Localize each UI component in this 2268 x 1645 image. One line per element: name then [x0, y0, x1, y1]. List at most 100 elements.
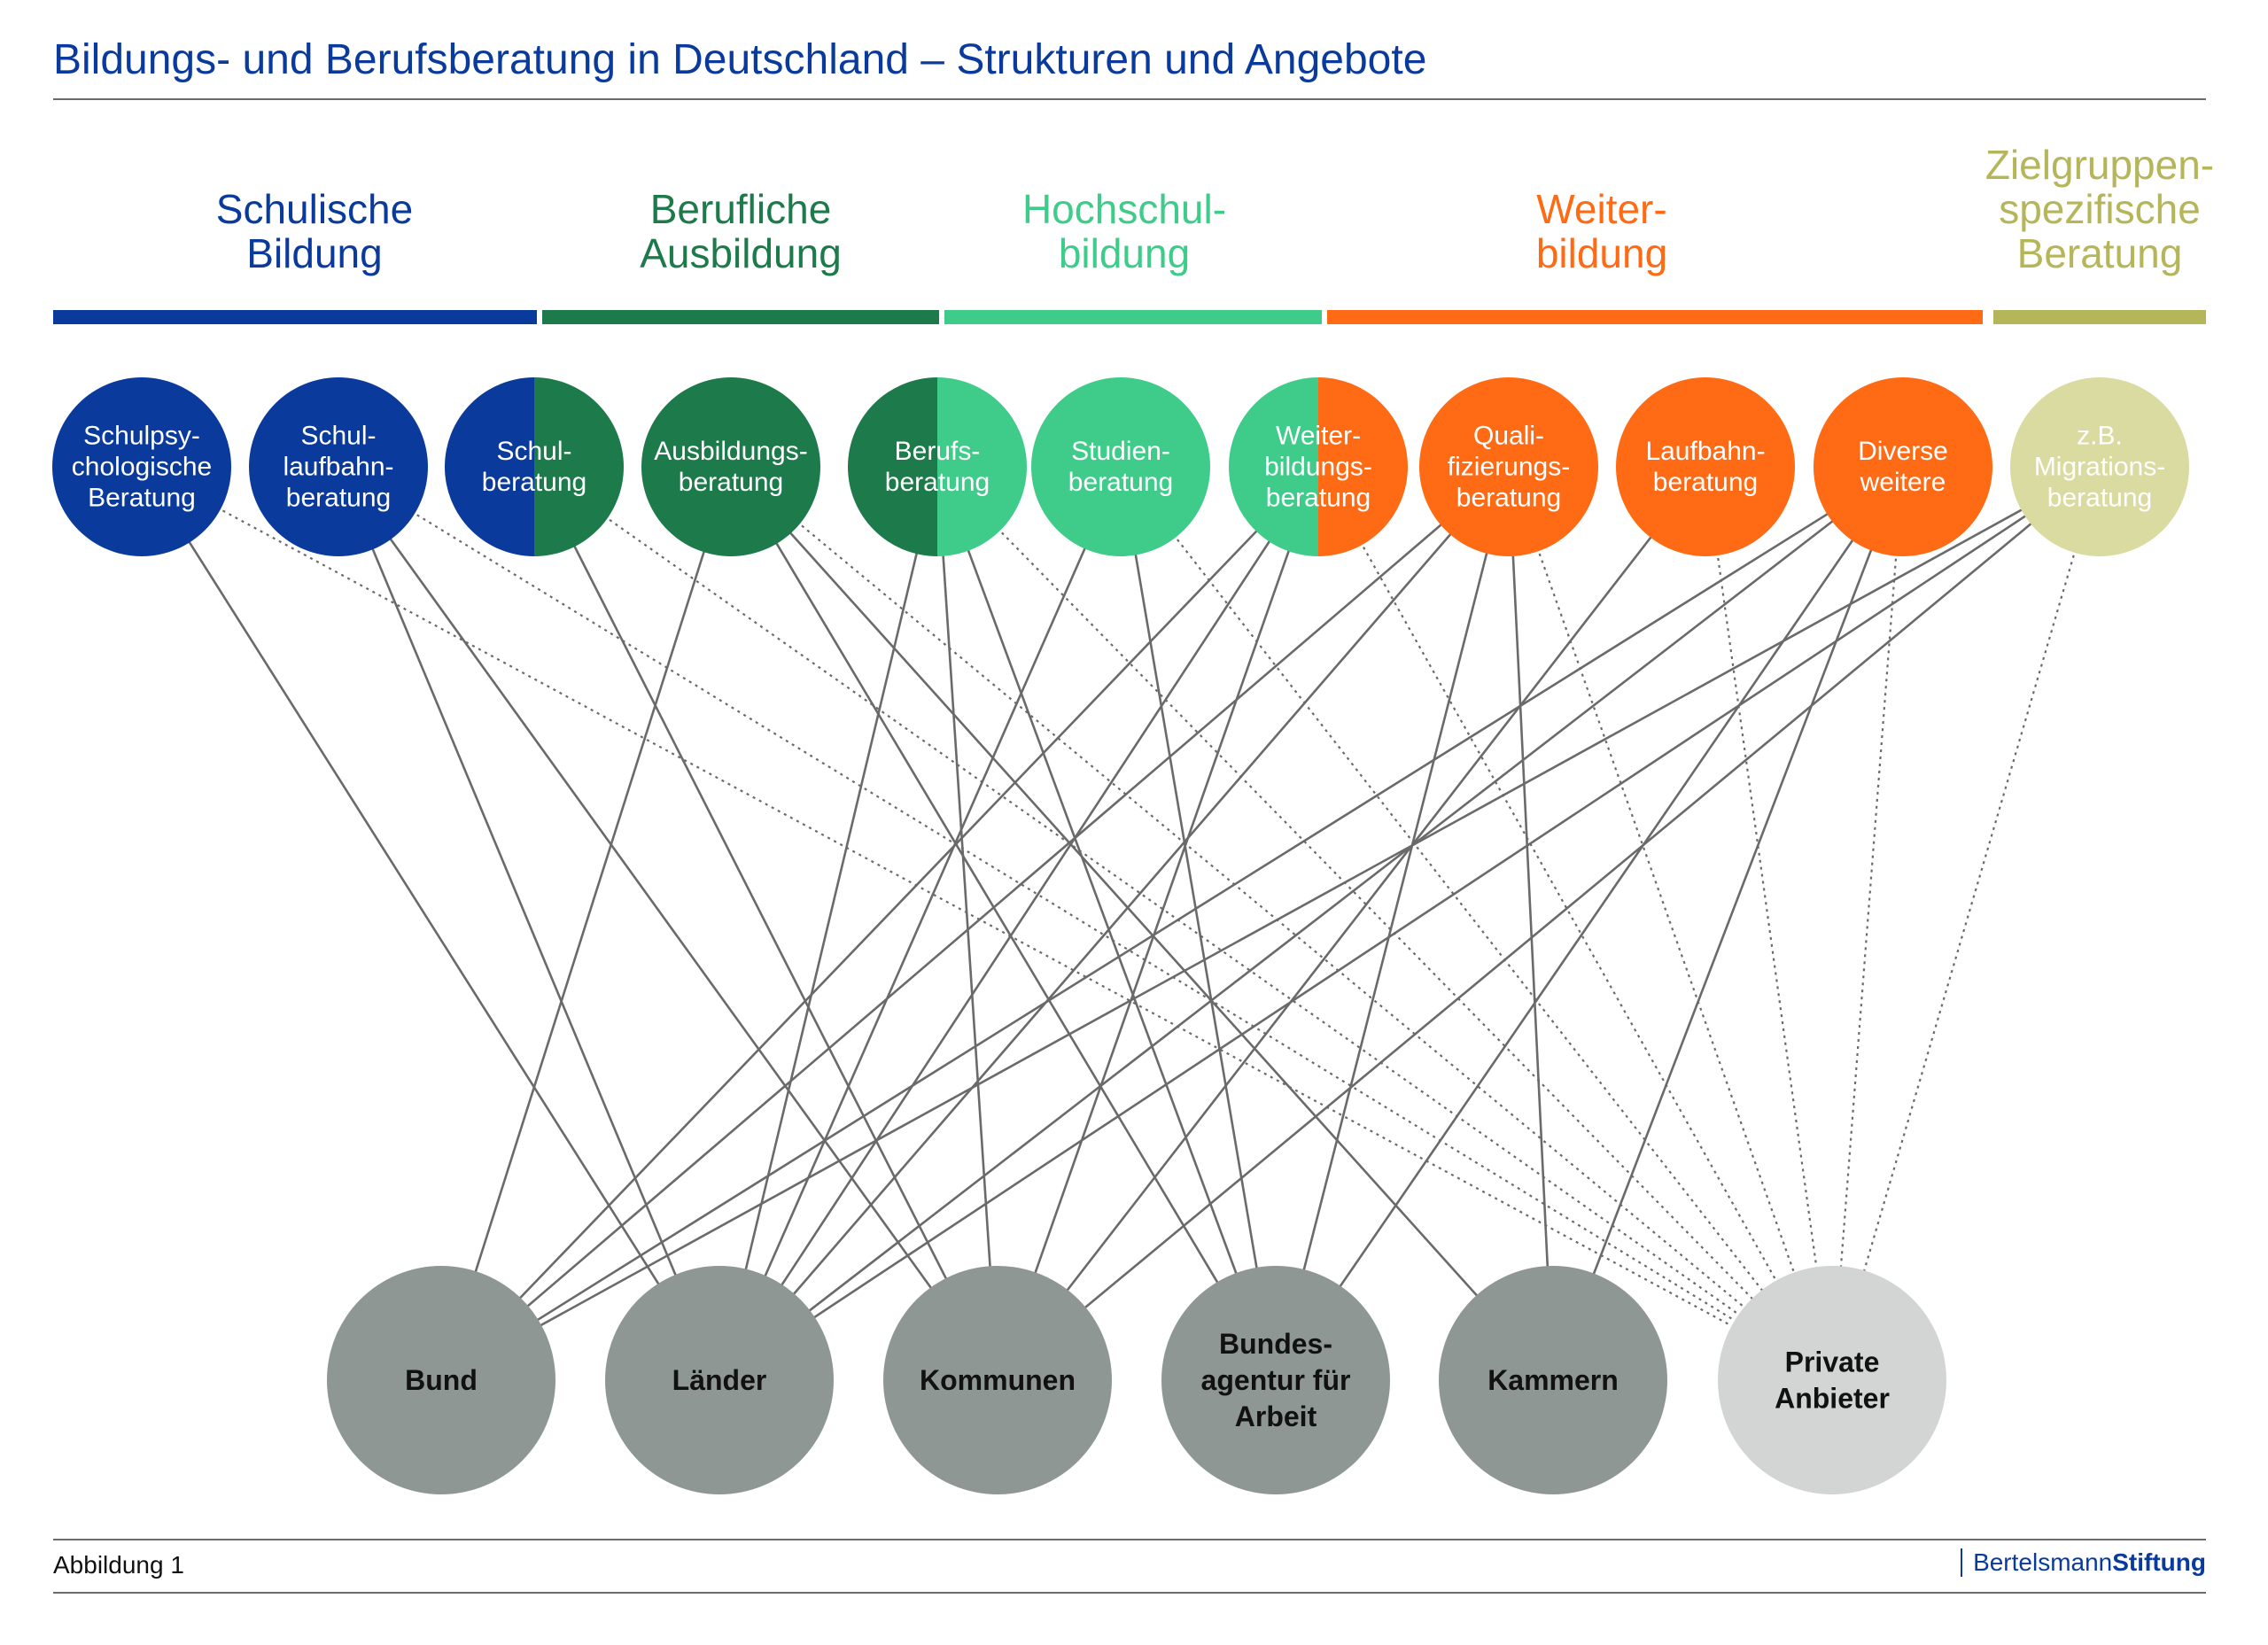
institution-node-label-line: Private	[1785, 1346, 1880, 1378]
service-node-label-line: Studien-	[1071, 437, 1170, 466]
service-node-label: Schul-laufbahn-beratung	[283, 422, 393, 513]
service-node-label-line: beratung	[482, 468, 586, 497]
connection-s3-kommunen	[532, 466, 999, 1381]
service-node-label-line: Ausbildungs-	[654, 437, 807, 466]
service-node-s6: Studien-beratung	[1031, 377, 1210, 556]
brand-name-part1: Bertelsmann	[1973, 1548, 2113, 1576]
institution-node-label: Länder	[672, 1364, 767, 1396]
service-node-s11: z.B.Migrations-beratung	[2010, 377, 2189, 556]
connection-s4-bund	[439, 466, 733, 1381]
institution-node-label-line: Länder	[672, 1364, 767, 1396]
service-node-label-line: Beratung	[88, 484, 196, 513]
service-node-label-line: beratung	[885, 468, 990, 497]
category-bar-weiter	[1327, 310, 1983, 324]
connection-s7-laender	[718, 466, 1320, 1381]
service-node-label-line: beratung	[1068, 468, 1173, 497]
connection-s9-private	[1704, 466, 1834, 1381]
connection-s11-bund	[440, 465, 2101, 1382]
institution-node-label-line: Bundes-	[1219, 1328, 1332, 1360]
institution-node-label: Kommunen	[920, 1364, 1076, 1396]
service-node-label-line: Migrations-	[2034, 453, 2165, 482]
institution-node-circle	[327, 1266, 555, 1494]
connection-s8-private	[1507, 466, 1834, 1381]
institution-node-label-line: Kammern	[1487, 1364, 1619, 1396]
service-node-label: Schul-beratung	[482, 437, 586, 497]
connection-s7-private	[1317, 466, 1833, 1381]
service-node-s8: Quali-fizierungs-beratung	[1419, 377, 1598, 556]
brand-name-part2: Stiftung	[2112, 1548, 2206, 1576]
service-node-circle	[1419, 377, 1598, 556]
service-node-label-line: chologische	[72, 453, 212, 482]
service-node-s7: Weiter-bildungs-beratung	[1229, 377, 1408, 556]
service-node-s9: Laufbahn-beratung	[1616, 377, 1795, 556]
category-bar-schulisch	[53, 310, 537, 324]
connection-s8-kammern	[1507, 466, 1555, 1381]
institution-node-laender: Länder	[605, 1266, 834, 1494]
institution-node-kammern: Kammern	[1439, 1266, 1667, 1494]
service-node-circle	[1814, 377, 1992, 556]
service-node-label-line: laufbahn-	[283, 453, 393, 482]
category-label-line: Ausbildung	[640, 230, 842, 276]
connection-s4-kammern	[730, 466, 1554, 1381]
institution-node-circle	[1161, 1266, 1390, 1494]
category-label-line: Schulische	[216, 186, 413, 232]
category-label-line: Berufliche	[650, 186, 832, 232]
category-bar-beruflich	[542, 310, 939, 324]
connection-s3-private	[533, 466, 1833, 1381]
connection-s10-laender	[718, 465, 1904, 1382]
category-bar-zielgruppe	[1993, 310, 2206, 324]
service-node-label: z.B.Migrations-beratung	[2034, 422, 2165, 513]
service-node-s5: Berufs-beratung	[848, 377, 1027, 556]
connection-s5-kommunen	[936, 466, 999, 1381]
service-node-label-line: Laufbahn-	[1645, 437, 1765, 466]
service-node-left-half	[445, 377, 534, 556]
service-node-label-line: Schul-	[496, 437, 571, 466]
institution-node-label-line: Anbieter	[1775, 1383, 1890, 1415]
service-node-label-line: Berufs-	[895, 437, 981, 466]
connection-s1-laender	[140, 466, 721, 1381]
service-node-label-line: beratung	[1266, 484, 1371, 513]
connection-s2-kommunen	[337, 466, 999, 1381]
connection-s2-laender	[337, 466, 721, 1381]
connection-s8-ba	[1274, 466, 1511, 1381]
connection-s8-laender	[718, 466, 1510, 1381]
service-node-label: Weiter-bildungs-beratung	[1264, 422, 1372, 513]
category-label-line: Weiter-	[1536, 186, 1666, 232]
category-label-line: Hochschul-	[1022, 186, 1226, 232]
institution-node-circle	[1718, 1266, 1946, 1494]
institution-node-kommunen: Kommunen	[883, 1266, 1112, 1494]
institution-node-label-line: Arbeit	[1235, 1401, 1317, 1432]
service-node-label: Ausbildungs-beratung	[654, 437, 807, 497]
connection-s4-ba	[729, 466, 1278, 1381]
connection-s10-kammern	[1551, 466, 1905, 1381]
service-node-label: Quali-fizierungs-beratung	[1448, 422, 1570, 513]
category-label-hochschul: Hochschul-bildung	[1022, 186, 1226, 276]
connection-s7-bund	[440, 466, 1319, 1381]
category-label-line: bildung	[1059, 230, 1190, 276]
category-label-weiter: Weiter-bildung	[1536, 186, 1667, 276]
connection-s11-private	[1830, 466, 2101, 1381]
connection-s8-bund	[440, 466, 1510, 1381]
page-title: Bildungs- und Berufsberatung in Deutschl…	[53, 36, 1427, 83]
service-node-right-half	[534, 377, 624, 556]
service-node-circle	[249, 377, 428, 556]
connection-s9-kommunen	[996, 466, 1707, 1381]
connection-s11-laender	[718, 465, 2101, 1382]
service-node-circle	[641, 377, 820, 556]
connection-s1-private	[141, 466, 1833, 1381]
service-node-circle	[52, 377, 231, 556]
service-node-label: Studien-beratung	[1068, 437, 1173, 497]
service-node-label-line: beratung	[286, 484, 391, 513]
